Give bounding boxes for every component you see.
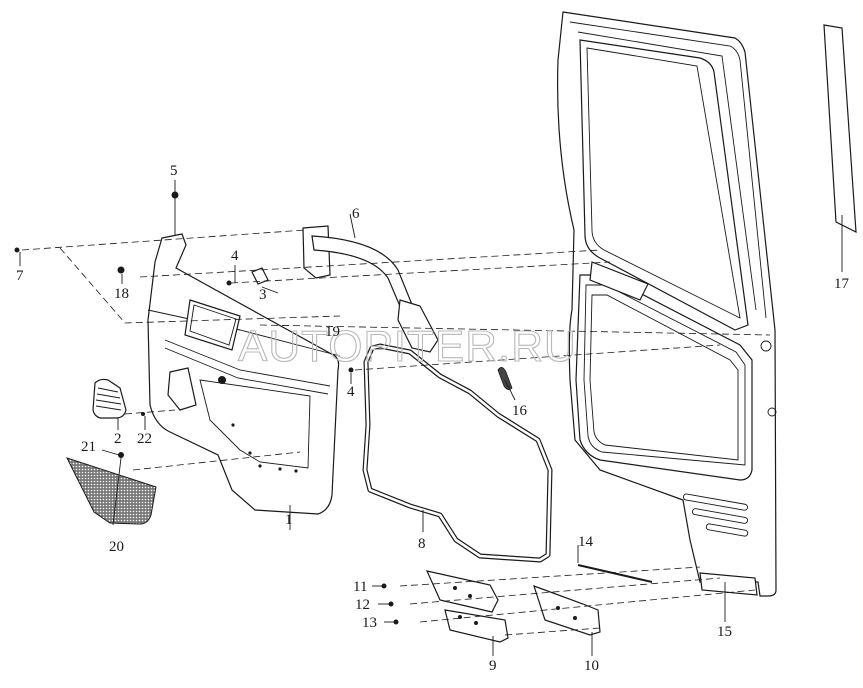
callout-1: 1 [285,512,293,528]
door-shell [556,11,777,597]
callout-19: 19 [325,324,340,340]
callout-21: 21 [81,439,96,455]
callout-22: 22 [137,431,152,447]
hinge-bracket-10 [533,585,601,636]
callout-20: 20 [109,539,124,555]
callout-5: 5 [170,163,178,179]
bracket [251,267,269,285]
screw-7 [14,247,20,253]
callout-6: 6 [352,206,360,222]
grab-handle [302,225,439,353]
callout-4a: 4 [231,248,239,264]
callout-3: 3 [259,287,267,303]
door-trim-panel [147,233,341,515]
callout-13: 13 [362,615,377,631]
callout-labels: 1 2 3 4 4 5 6 7 8 9 10 11 12 13 14 15 16… [16,163,850,674]
leader-lines [19,180,843,656]
callout-9: 9 [489,658,497,674]
callout-4b: 4 [347,384,355,400]
door-seal [362,343,553,563]
callout-7: 7 [16,268,24,284]
trim-strip [577,564,653,583]
callout-15: 15 [717,624,732,640]
callout-14: 14 [578,534,594,550]
callout-8: 8 [418,536,426,552]
hinge-bracket-9 [427,571,509,643]
clip-16 [497,367,513,390]
watermark: AUTOPITER.RU [238,322,577,371]
callout-2: 2 [114,431,122,447]
weatherstrip [823,24,857,234]
clip-21 [118,452,124,458]
callout-12: 12 [355,597,370,613]
assembly-lines [21,229,771,636]
screw-4a [226,280,232,286]
screw-4b [348,367,354,373]
callout-18: 18 [114,286,129,302]
speaker-grille [92,378,127,419]
pocket-mesh [66,457,157,525]
callout-10: 10 [584,658,599,674]
callout-16: 16 [512,403,528,419]
nut-18 [117,266,125,274]
callout-17: 17 [834,276,850,292]
callout-11: 11 [353,579,367,595]
